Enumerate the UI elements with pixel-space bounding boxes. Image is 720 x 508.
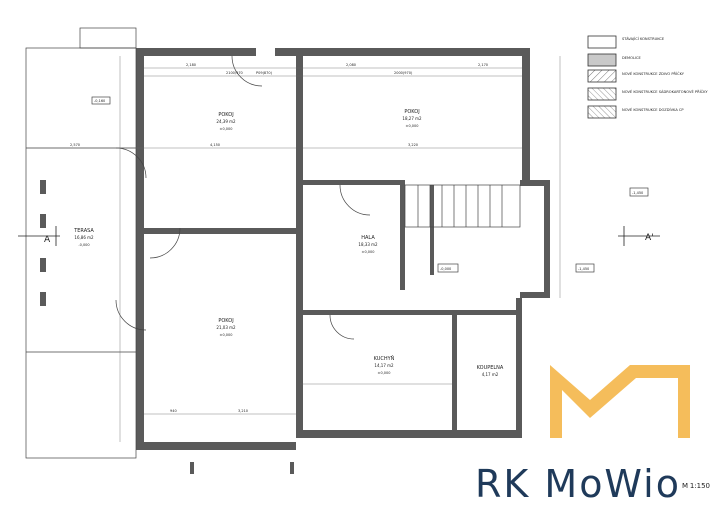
svg-text:NOVÉ KONSTRUKCE ZDIVO PŘÍČKY: NOVÉ KONSTRUKCE ZDIVO PŘÍČKY — [622, 71, 685, 76]
svg-text:3,210: 3,210 — [238, 409, 248, 413]
svg-text:POKOJ: POKOJ — [404, 109, 419, 115]
legend: STÁVAJÍCÍ KONSTRUKCE DEMOLICE NOVÉ KONST… — [587, 35, 708, 119]
svg-text:2,170: 2,170 — [478, 63, 488, 67]
svg-text:-0,160: -0,160 — [94, 99, 105, 103]
section-mark-right: A' — [618, 226, 660, 246]
terrace — [25, 27, 294, 474]
dimension-text: 2,180 2100/970 P09(870) 2,080 2000(970) … — [70, 63, 488, 413]
svg-text:2,080: 2,080 — [346, 63, 356, 67]
svg-text:4,17 m2: 4,17 m2 — [482, 372, 499, 377]
svg-text:-1,450: -1,450 — [632, 191, 643, 195]
svg-text:±0,000: ±0,000 — [220, 127, 233, 131]
outer-walls — [136, 48, 550, 450]
room-label-kuchyn: KUCHYŇ 14,17 m2 ±0,000 — [374, 355, 395, 375]
svg-text:14,17 m2: 14,17 m2 — [374, 363, 394, 368]
svg-text:M: M — [682, 482, 688, 490]
svg-text:HALA: HALA — [361, 235, 375, 241]
svg-text:18,33 m2: 18,33 m2 — [358, 242, 378, 247]
svg-text:A: A — [44, 235, 51, 245]
room-label-hala: HALA 18,33 m2 ±0,000 — [358, 235, 378, 254]
dimension-lines — [26, 56, 561, 442]
svg-text:KOUPELNA: KOUPELNA — [477, 365, 504, 371]
svg-text:A': A' — [645, 233, 654, 243]
watermark-text: RK MoWio — [475, 462, 681, 506]
svg-text:940: 940 — [170, 409, 177, 413]
watermark-logo-icon — [550, 365, 690, 438]
svg-text:16,86 m2: 16,86 m2 — [74, 235, 94, 240]
svg-text:TERASA: TERASA — [73, 228, 94, 234]
svg-text:±0,000: ±0,000 — [406, 124, 419, 128]
room-label-terasa: TERASA 16,86 m2 -0,000 — [73, 228, 94, 247]
svg-text:NOVÉ KONSTRUKCE SÁDROKARTONOVÉ: NOVÉ KONSTRUKCE SÁDROKARTONOVÉ PŘÍČKY — [622, 89, 708, 94]
room-label-pokoj1: POKOJ 24,39 m2 ±0,000 — [216, 112, 236, 131]
svg-text:-1,450: -1,450 — [578, 267, 589, 271]
svg-text:POKOJ: POKOJ — [218, 318, 233, 324]
svg-text:±0,000: ±0,000 — [220, 333, 233, 337]
scale-label: M 1:150 — [682, 482, 710, 490]
svg-text:KUCHYŇ: KUCHYŇ — [374, 355, 395, 362]
svg-text:-0,000: -0,000 — [78, 243, 89, 247]
svg-text:2100/970: 2100/970 — [226, 71, 243, 75]
svg-text:±0,000: ±0,000 — [362, 250, 375, 254]
svg-text:2,180: 2,180 — [186, 63, 196, 67]
svg-text:-0,000: -0,000 — [440, 267, 451, 271]
level-tags: -0,160 -1,450 -1,450 -0,000 — [91, 96, 649, 273]
room-label-pokoj3: POKOJ 21,03 m2 ±0,000 — [216, 318, 236, 337]
svg-text:18,27 m2: 18,27 m2 — [402, 116, 422, 121]
svg-text:21,03 m2: 21,03 m2 — [216, 325, 236, 330]
svg-text:2,570: 2,570 — [70, 143, 80, 147]
section-mark-left: A — [18, 226, 60, 246]
interior-walls — [144, 56, 516, 434]
staircase — [404, 184, 521, 228]
svg-text:4,150: 4,150 — [210, 143, 220, 147]
svg-text:NOVÉ KONSTRUKCE DOZDÍVKA CP: NOVÉ KONSTRUKCE DOZDÍVKA CP — [622, 107, 684, 112]
svg-text:24,39 m2: 24,39 m2 — [216, 119, 236, 124]
svg-text:POKOJ: POKOJ — [218, 112, 233, 118]
svg-text:2000(970): 2000(970) — [394, 71, 413, 75]
svg-text:±0,000: ±0,000 — [378, 371, 391, 375]
svg-text:P09(870): P09(870) — [256, 71, 273, 75]
svg-text:DEMOLICE: DEMOLICE — [622, 56, 642, 60]
room-label-pokoj2: POKOJ 18,27 m2 ±0,000 — [402, 109, 422, 128]
door-arcs — [115, 55, 371, 340]
svg-text:STÁVAJÍCÍ KONSTRUKCE: STÁVAJÍCÍ KONSTRUKCE — [622, 36, 665, 41]
room-label-koupelna: KOUPELNA 4,17 m2 — [477, 365, 504, 377]
svg-text:3,220: 3,220 — [408, 143, 418, 147]
svg-text:1:150: 1:150 — [690, 482, 710, 490]
